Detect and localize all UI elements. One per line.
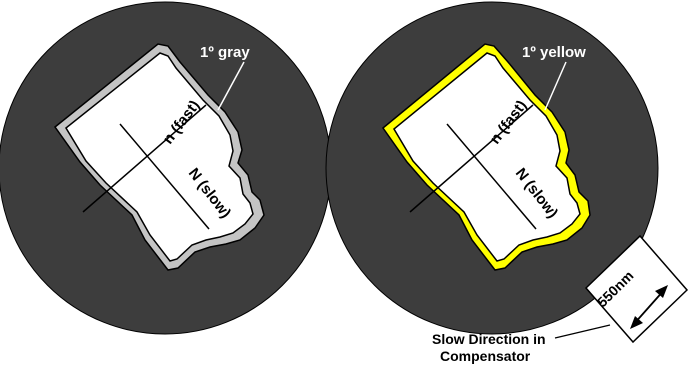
left-label-leader [217,61,245,111]
compensator-caption-line2: Compensator [440,348,531,364]
compensator-arrowhead-lower [630,316,643,329]
caption-pointer [554,324,611,339]
right-fast-axis [446,123,537,230]
left-crystal [65,52,254,262]
left-slow-axis [82,104,207,213]
compensator-outline [584,234,689,344]
right-panel: 1º yellow n (fast) N (slow) [325,1,659,335]
left-panel: 1º gray n (fast) N (slow) [0,1,332,335]
compensator-arrowhead-upper [655,285,668,298]
right-slow-axis [409,104,534,213]
compensator-plate: 550nm [584,234,689,344]
right-crystal [393,52,581,262]
right-border-label: 1º yellow [522,44,586,61]
right-label-leader [544,61,567,111]
compensator-caption-line1: Slow Direction in [432,331,546,347]
left-border-label: 1º gray [200,44,250,61]
left-fast-axis [119,123,210,230]
